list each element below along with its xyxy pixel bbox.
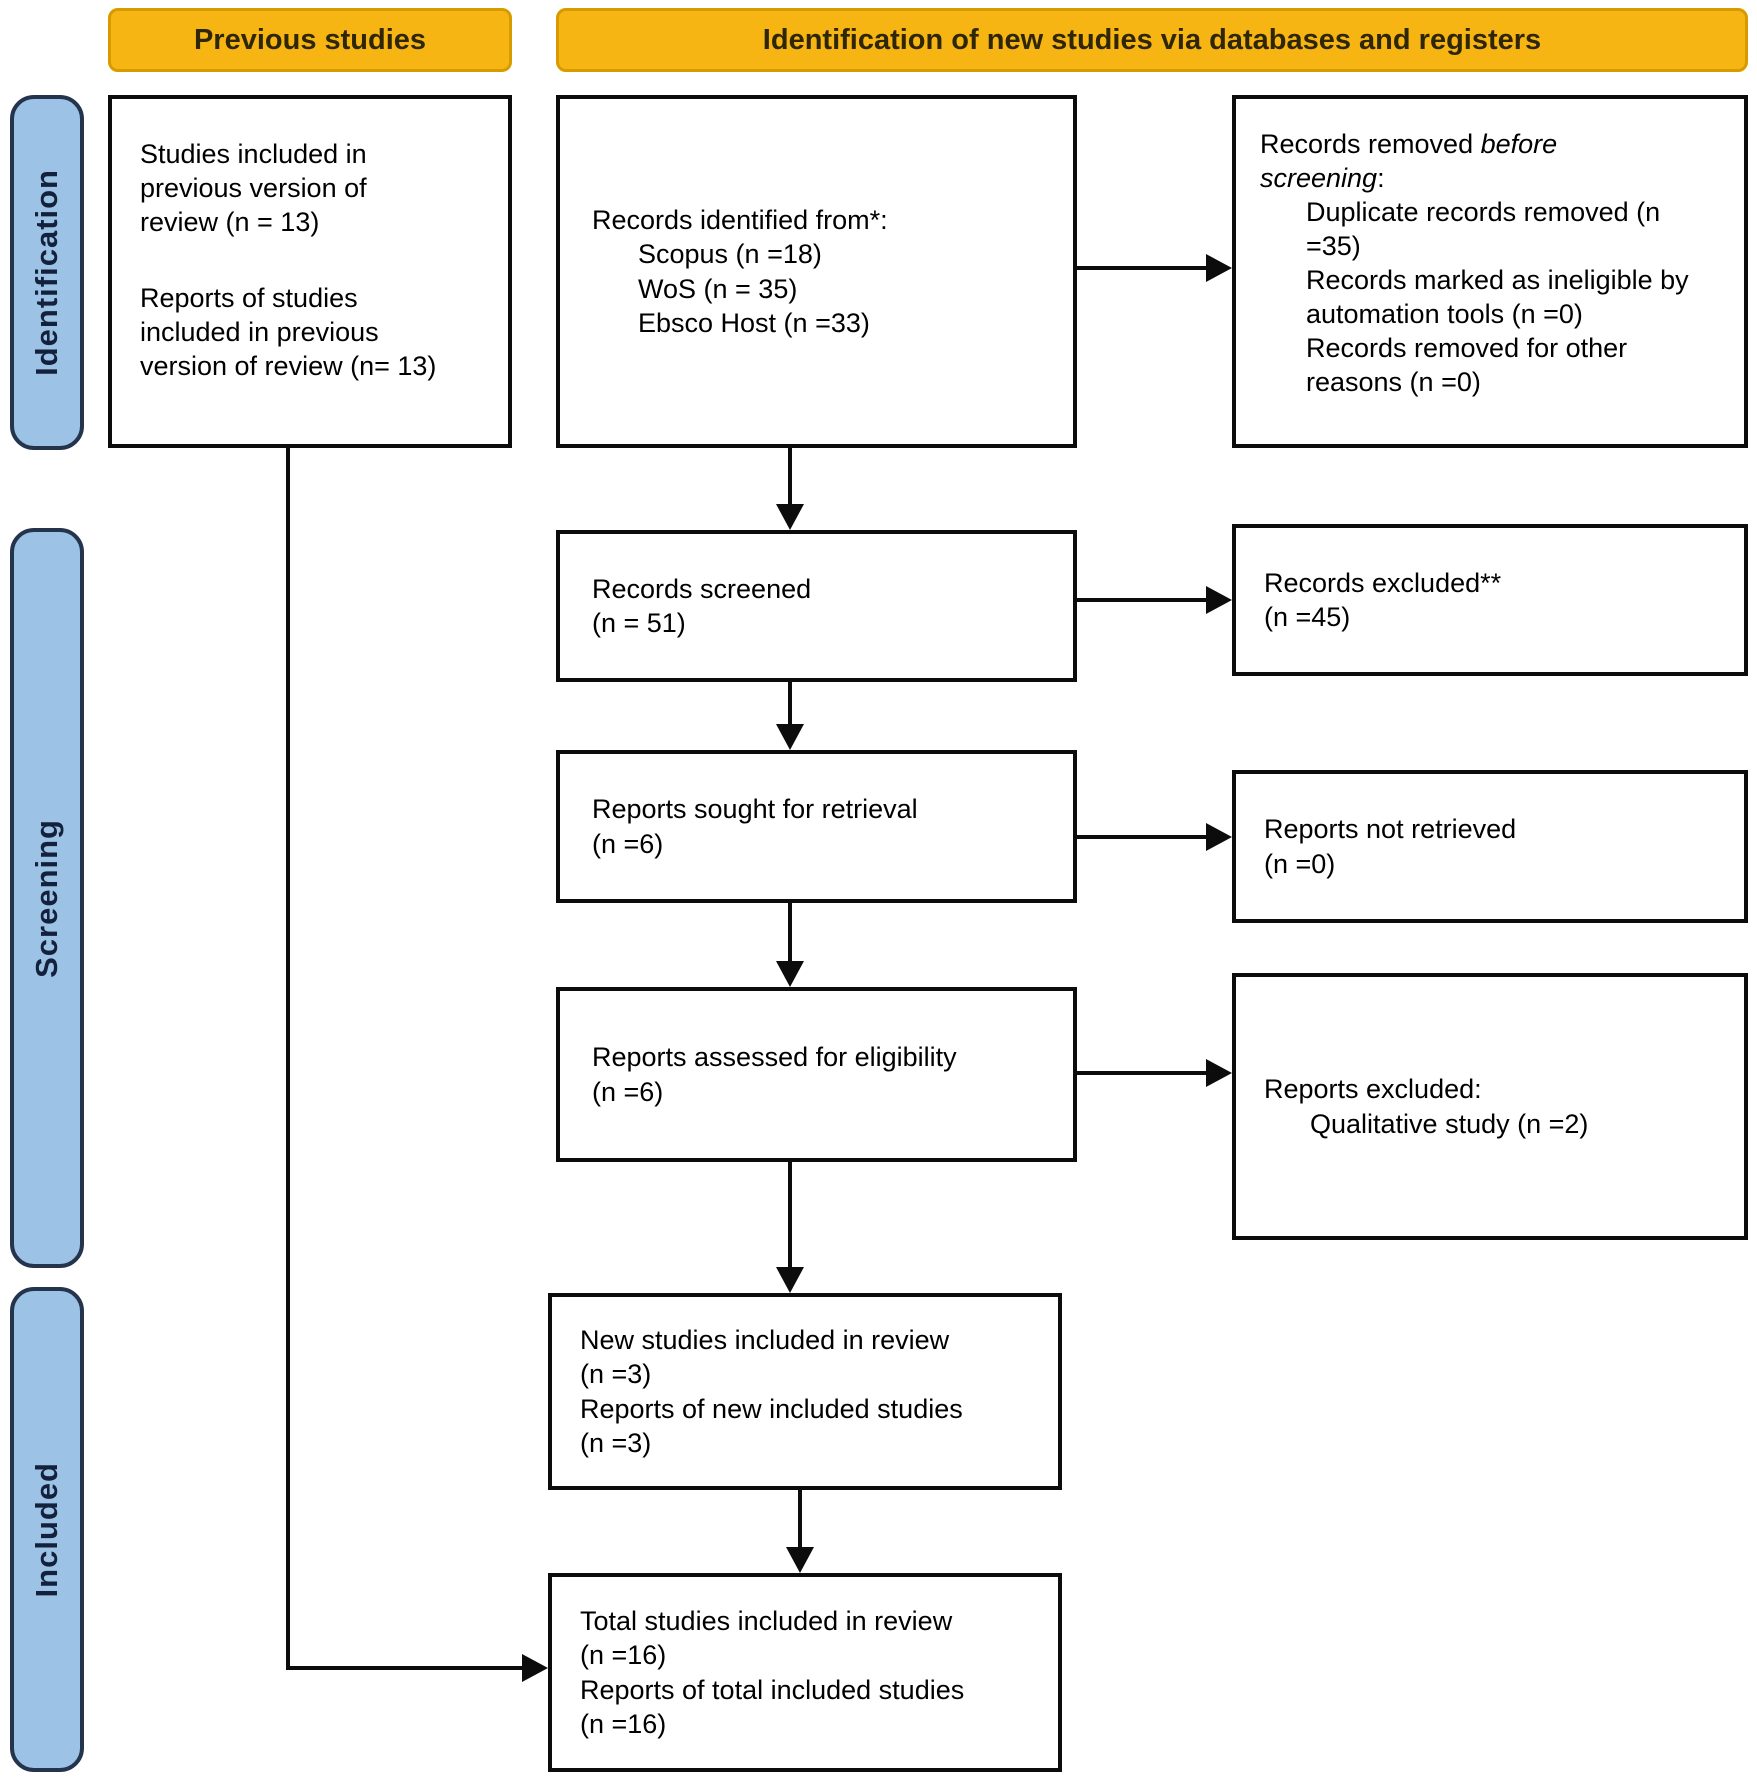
box-new-studies: New studies included in review (n =3) Re…	[548, 1293, 1062, 1490]
arrow-new-to-total-head	[786, 1547, 814, 1573]
sidebar-label-included: Included	[29, 1461, 64, 1598]
arrow-assessed-to-new-studies-line	[788, 1162, 792, 1267]
new-studies-line1: New studies included in review	[580, 1325, 950, 1356]
box-reports-excluded: Reports excluded: Qualitative study (n =…	[1232, 973, 1748, 1240]
reports-excluded-item: Qualitative study (n =2)	[1310, 1108, 1589, 1139]
box-previous-studies: Studies included in previous version of …	[108, 95, 512, 448]
sidebar-tab-included: Included	[10, 1287, 84, 1772]
records-removed-title-italic: before screening	[1260, 129, 1558, 194]
arrow-previous-to-total-vline	[286, 448, 290, 1670]
arrow-identified-to-screened-head	[776, 504, 804, 530]
box-records-identified: Records identified from*: Scopus (n =18)…	[556, 95, 1077, 448]
records-removed-item: Records marked as ineligible by automati…	[1306, 265, 1689, 330]
reports-sought-line1: Reports sought for retrieval	[592, 794, 918, 825]
arrow-screened-to-excluded-line	[1077, 598, 1211, 602]
header-identification-new-studies: Identification of new studies via databa…	[556, 8, 1748, 72]
reports-assessed-line2: (n =6)	[592, 1076, 664, 1107]
records-excluded-line2: (n =45)	[1264, 602, 1351, 632]
total-studies-line1: Total studies included in review	[580, 1606, 953, 1637]
sidebar-tab-screening: Screening	[10, 528, 84, 1268]
records-identified-item: Scopus (n =18)	[638, 239, 822, 270]
sidebar-label-identification: Identification	[29, 169, 64, 376]
arrow-screened-to-excluded-head	[1206, 586, 1232, 614]
arrow-assessed-to-excluded-line	[1077, 1071, 1211, 1075]
sidebar-tab-identification: Identification	[10, 95, 84, 450]
arrow-sought-to-not-retrieved-line	[1077, 835, 1211, 839]
arrow-previous-to-total-head	[522, 1654, 548, 1682]
arrow-new-to-total-line	[798, 1490, 802, 1547]
arrow-sought-to-not-retrieved-head	[1206, 823, 1232, 851]
reports-assessed-line1: Reports assessed for eligibility	[592, 1042, 957, 1073]
previous-studies-paragraph-2: Reports of studies included in previous …	[140, 283, 437, 382]
previous-studies-paragraph-1: Studies included in previous version of …	[140, 139, 367, 238]
box-records-screened: Records screened (n = 51)	[556, 530, 1077, 682]
box-reports-assessed: Reports assessed for eligibility (n =6)	[556, 987, 1077, 1162]
total-studies-line3: Reports of total included studies	[580, 1674, 965, 1705]
new-studies-line3: Reports of new included studies	[580, 1393, 963, 1424]
records-identified-title: Records identified from*:	[592, 205, 888, 236]
arrow-identified-to-removed-line	[1077, 266, 1211, 270]
arrow-sought-to-assessed-line	[788, 903, 792, 963]
arrow-identified-to-removed-head	[1206, 254, 1232, 282]
total-studies-line4: (n =16)	[580, 1708, 667, 1739]
new-studies-line2: (n =3)	[580, 1359, 652, 1390]
reports-excluded-title: Reports excluded:	[1264, 1074, 1482, 1105]
arrow-sought-to-assessed-head	[776, 961, 804, 987]
arrow-screened-to-sought-head	[776, 724, 804, 750]
arrow-assessed-to-excluded-head	[1206, 1059, 1232, 1087]
records-excluded-line1: Records excluded**	[1264, 567, 1502, 598]
records-removed-title-suffix: :	[1377, 163, 1385, 194]
records-removed-item: Duplicate records removed (n =35)	[1306, 197, 1661, 262]
sidebar-label-screening: Screening	[29, 818, 64, 978]
arrow-screened-to-sought-line	[788, 682, 792, 726]
new-studies-line4: (n =3)	[580, 1427, 652, 1458]
records-screened-line2: (n = 51)	[592, 608, 686, 638]
records-identified-item: WoS (n = 35)	[638, 273, 798, 304]
arrow-previous-to-total-hline	[286, 1666, 522, 1670]
arrow-assessed-to-new-studies-head	[776, 1267, 804, 1293]
box-records-removed: Records removed before screening: Duplic…	[1232, 95, 1748, 448]
records-removed-title: Records removed before screening:	[1260, 127, 1590, 195]
box-total-studies: Total studies included in review (n =16)…	[548, 1573, 1062, 1772]
reports-not-retrieved-line2: (n =0)	[1264, 848, 1336, 879]
box-reports-sought: Reports sought for retrieval (n =6)	[556, 750, 1077, 903]
arrow-identified-to-screened-line	[788, 448, 792, 506]
header-previous-studies: Previous studies	[108, 8, 512, 72]
records-screened-line1: Records screened	[592, 573, 812, 604]
reports-sought-line2: (n =6)	[592, 828, 664, 859]
box-records-excluded: Records excluded** (n =45)	[1232, 524, 1748, 676]
records-removed-item: Records removed for other reasons (n =0)	[1306, 333, 1628, 398]
box-reports-not-retrieved: Reports not retrieved (n =0)	[1232, 770, 1748, 923]
total-studies-line2: (n =16)	[580, 1640, 667, 1671]
records-identified-item: Ebsco Host (n =33)	[638, 307, 870, 338]
records-removed-title-prefix: Records removed	[1260, 129, 1481, 159]
reports-not-retrieved-line1: Reports not retrieved	[1264, 814, 1517, 845]
